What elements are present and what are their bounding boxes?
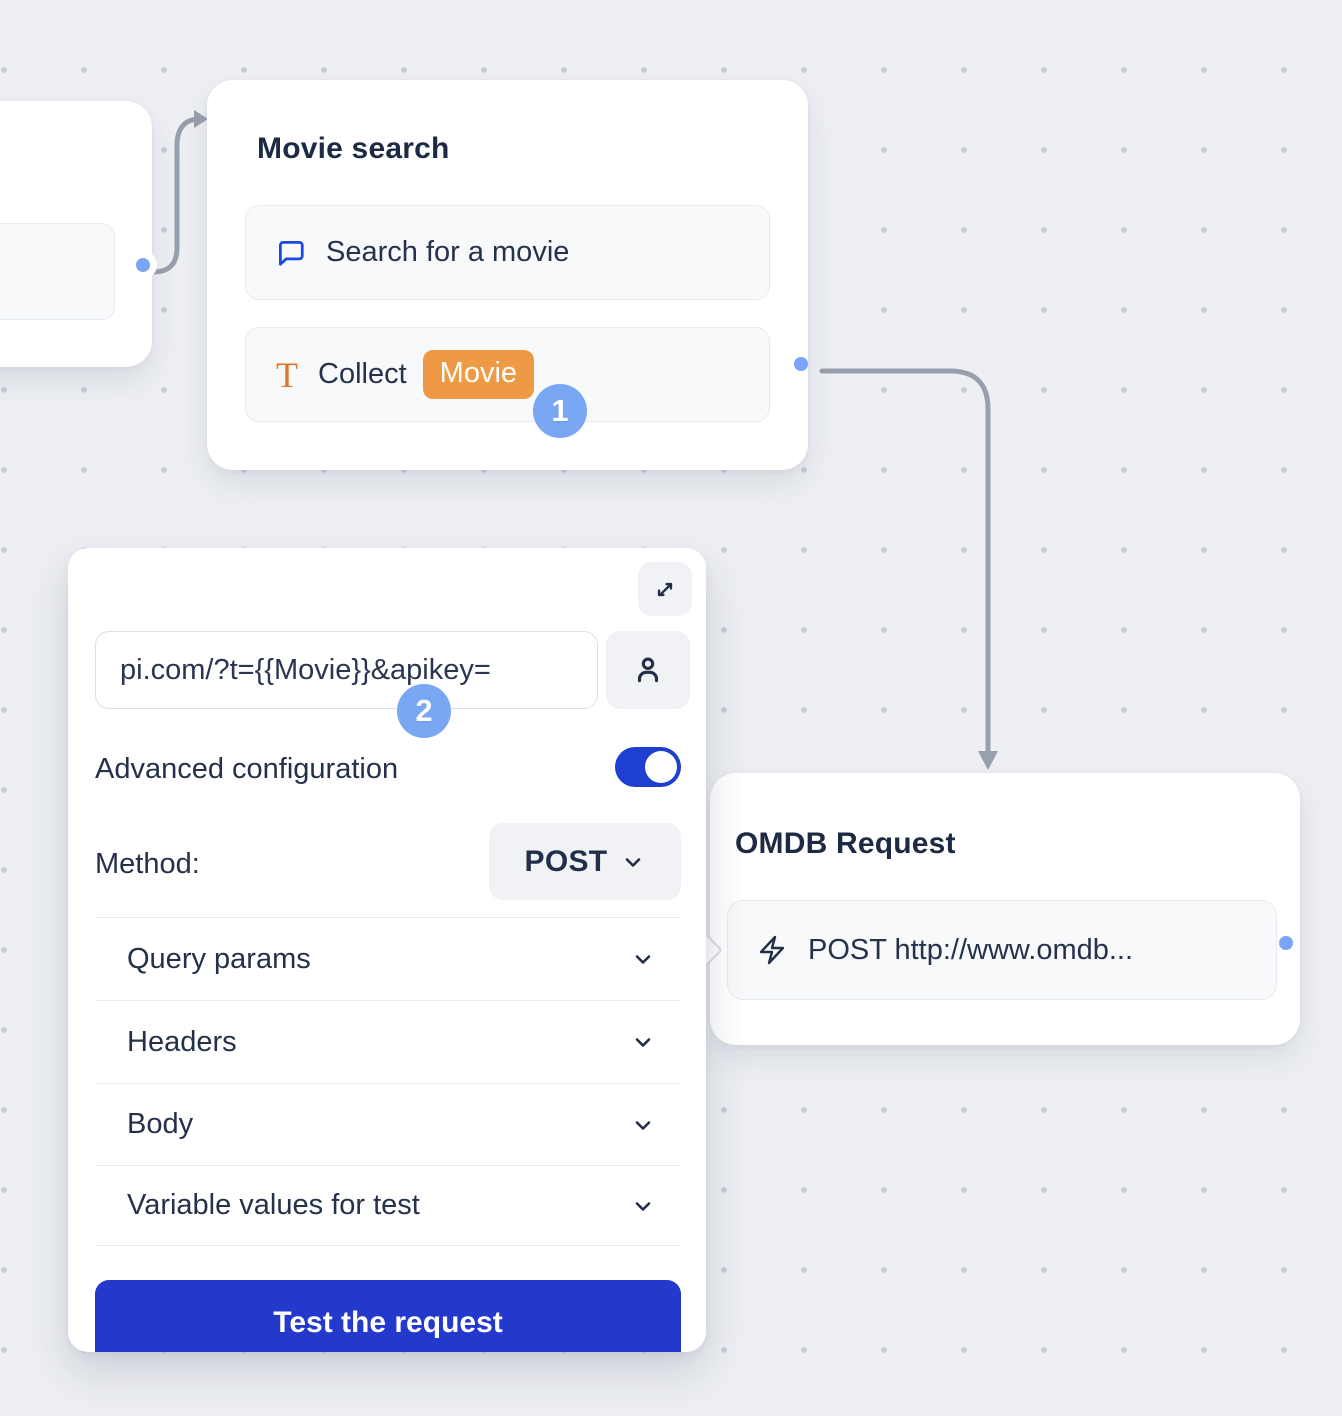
step-collect-label: Collect [318,358,407,390]
section-headers[interactable]: Headers [95,1000,681,1083]
advanced-configuration-label: Advanced configuration [95,753,399,785]
person-icon [637,657,659,683]
omdb-request-node-title: OMDB Request [735,827,956,860]
previous-node-card[interactable] [0,101,152,367]
step-send-message-label: Search for a movie [326,236,570,268]
method-label: Method: [95,848,200,880]
connector-previous-to-movie-search [150,116,201,275]
omdb-output-port[interactable] [1279,936,1293,950]
expand-icon [657,582,673,597]
step-collect-input[interactable]: T Collect Movie [245,327,770,422]
lightning-icon [759,935,785,965]
webhook-editor-panel: Advanced configuration Method: POST Quer… [68,548,706,1352]
previous-node-output-port[interactable] [136,258,150,272]
chevron-down-icon [635,1038,651,1047]
variable-chip-movie[interactable]: Movie [422,350,535,399]
url-input[interactable] [95,631,598,709]
movie-search-output-port[interactable] [794,357,808,371]
movie-search-node-title: Movie search [257,132,450,165]
chevron-down-icon [635,955,651,964]
omdb-request-node-card[interactable]: OMDB Request POST http://www.omdb... [710,773,1300,1045]
step-webhook-request-label: POST http://www.omdb... [808,933,1134,966]
section-variable-values[interactable]: Variable values for test [95,1165,681,1245]
section-variable-values-label: Variable values for test [127,1189,420,1221]
text-input-icon: T [276,354,298,395]
chevron-down-icon [635,1120,651,1130]
previous-node-step[interactable] [0,223,115,320]
annotation-badge-2: 2 [397,684,451,738]
insert-variable-button[interactable] [606,631,690,709]
collapsible-sections: Query params Headers Body Variable value… [95,917,681,1246]
step-send-message[interactable]: Search for a movie [245,205,770,300]
section-headers-label: Headers [127,1025,237,1058]
section-query-params[interactable]: Query params [95,917,681,1000]
chevron-down-icon [626,857,641,867]
method-value: POST [524,844,608,878]
connector-arrowhead-right [194,110,208,128]
chevron-down-icon [635,1201,651,1211]
connector-movie-search-to-omdb [819,368,991,755]
expand-button[interactable] [638,562,692,616]
annotation-badge-1: 1 [533,384,587,438]
step-webhook-request[interactable]: POST http://www.omdb... [727,900,1277,1000]
method-dropdown[interactable]: POST [489,823,681,900]
chat-bubble-icon [279,240,304,266]
section-body[interactable]: Body [95,1083,681,1165]
toggle-knob [645,751,677,783]
section-query-params-label: Query params [127,942,311,975]
advanced-config-toggle[interactable] [615,747,681,787]
connector-arrowhead-down [978,751,998,770]
movie-search-node-card[interactable]: Movie search Search for a movie T Collec… [207,80,808,470]
test-request-button[interactable]: Test the request [95,1280,681,1352]
section-body-label: Body [127,1108,194,1140]
